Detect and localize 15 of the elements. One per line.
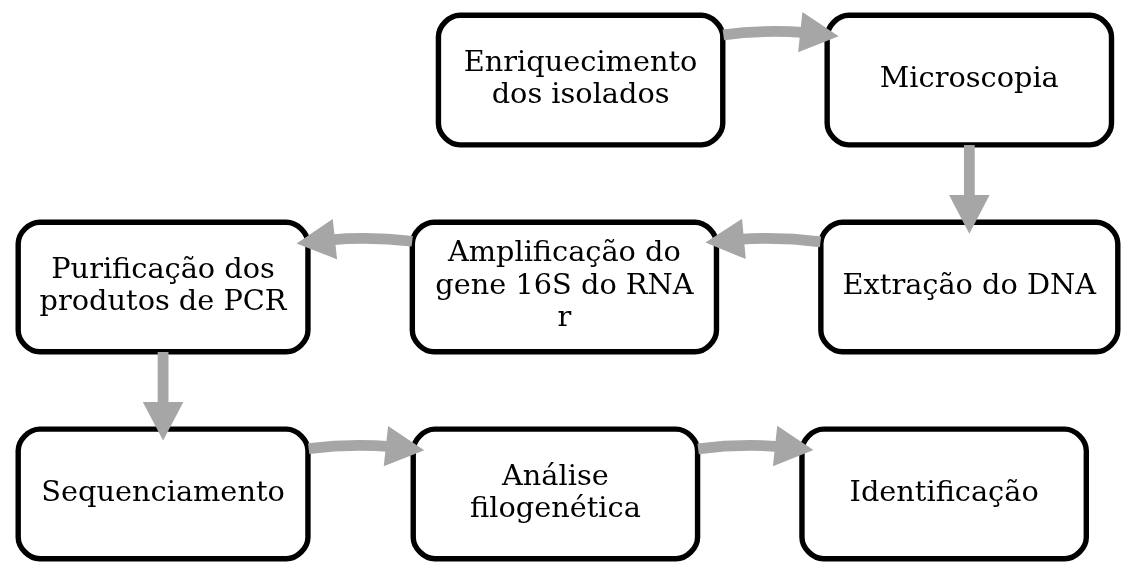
arrow (296, 219, 413, 260)
node-box: Sequenciamento (15, 426, 311, 562)
node-box: Enriquecimento dos isolados (435, 12, 725, 148)
node-box: Purificação dos produtos de PCR (15, 219, 311, 355)
node-box: Microscopia (823, 12, 1114, 148)
node-box: Amplificação do gene 16S do RNA r (409, 219, 719, 355)
arrow (948, 145, 990, 234)
arrow (307, 425, 424, 467)
node-box: Análise filogenética (410, 426, 700, 562)
arrow (722, 11, 839, 53)
node-box: Identificação (798, 426, 1089, 562)
node-box: Extração do DNA (817, 219, 1120, 355)
arrow (142, 352, 183, 441)
arrow (704, 218, 821, 260)
arrow (696, 425, 813, 467)
